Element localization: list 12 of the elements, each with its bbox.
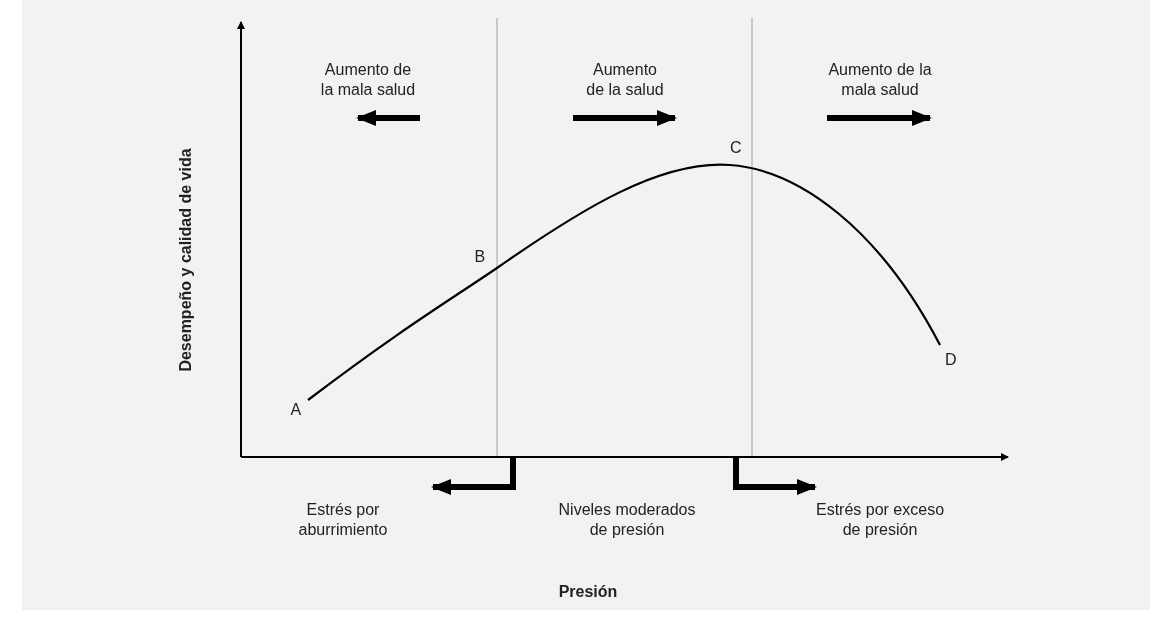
- region-heading: Aumento de la salud: [585, 60, 665, 100]
- point-label: C: [730, 138, 742, 158]
- region-heading: Aumento de la mala salud: [827, 60, 933, 100]
- axis-title: Presión: [557, 582, 619, 602]
- point-label: A: [290, 400, 302, 420]
- region-heading: Aumento de la mala salud: [319, 60, 417, 100]
- axis-title: Desempeño y calidad de vida: [175, 148, 195, 372]
- point-label: D: [945, 350, 957, 370]
- region-label: Niveles moderados de presión: [557, 500, 697, 540]
- point-label: B: [474, 247, 486, 267]
- region-label: Estrés por exceso de presión: [814, 500, 946, 540]
- region-label: Estrés por aburrimiento: [297, 500, 389, 540]
